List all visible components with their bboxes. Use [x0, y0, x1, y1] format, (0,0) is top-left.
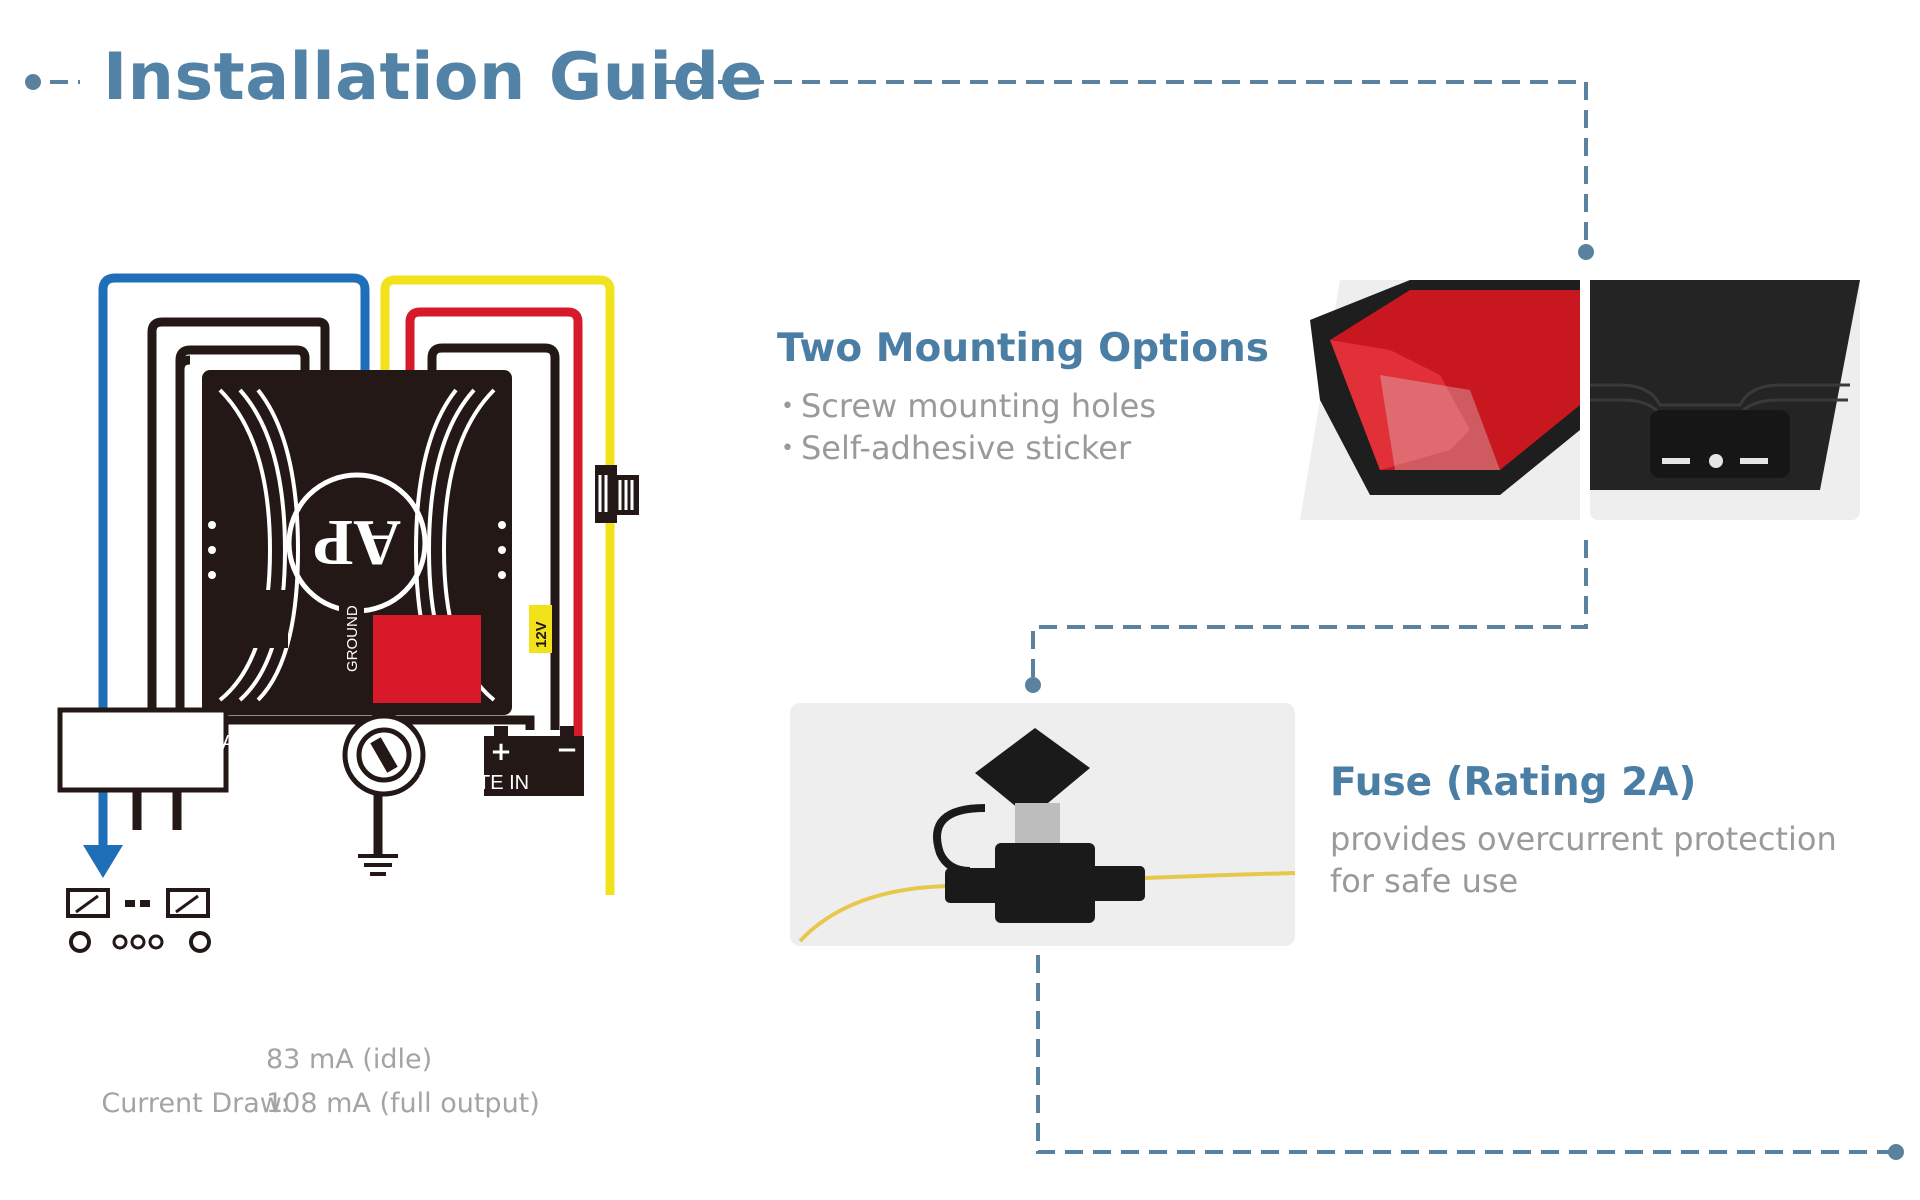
fuse-photo-wire	[798, 871, 1295, 943]
adhesive-peeling-liner	[1330, 340, 1470, 470]
aux-label-box	[208, 590, 288, 648]
stereo-button-1	[112, 934, 128, 950]
fuse-ribs	[598, 475, 634, 512]
mounting-bullet-sticker: Self-adhesive sticker	[781, 427, 1131, 474]
stereo-indicator-1	[125, 900, 135, 907]
screw-slot-left	[1662, 458, 1690, 464]
current-draw-idle: 83 mA (idle)	[266, 1044, 433, 1075]
remote-in-label: REMOTE IN /SWITCHED POWER	[418, 770, 530, 848]
amplifier-hole-right-3	[498, 571, 506, 579]
stereo-button-2	[130, 934, 146, 950]
screw-mounting-tab	[1650, 410, 1790, 478]
aux-in-label: AUX IN (1/8")	[220, 730, 290, 782]
screw-hole	[1709, 454, 1723, 468]
adhesive-clear-film	[1380, 375, 1500, 470]
connector-dot-start	[25, 74, 41, 90]
aux-in-line-1: AUX IN	[221, 732, 289, 754]
fuse-photo-boot-right	[1090, 866, 1145, 901]
battery-terminal-minus	[560, 726, 574, 738]
remote-label-box	[373, 615, 481, 703]
stereo-knob-left	[69, 931, 91, 953]
amplifier-hole-left-1	[208, 521, 216, 529]
black-wire-right	[427, 343, 560, 730]
connector-path-middle	[1031, 540, 1588, 685]
amplifier-hole-right-1	[498, 521, 506, 529]
connector-path-bottom	[1036, 955, 1896, 1154]
screw-mount-photo	[1590, 280, 1860, 520]
head-unit-body	[57, 707, 229, 793]
stereo-needle-right	[175, 894, 199, 914]
amplifier-hole-right-2	[498, 546, 506, 554]
amplifier-hole-left-2	[208, 546, 216, 554]
blue-wire	[98, 273, 370, 850]
remote-in-line-2: /SWITCHED	[418, 798, 531, 820]
blue-wire-arrow	[83, 845, 123, 878]
black-wire-inner-left	[172, 345, 310, 830]
head-unit	[57, 707, 229, 793]
amplifier-logo: AP	[313, 506, 401, 579]
amplifier-left-grille	[218, 388, 301, 702]
battery-terminal-plus	[494, 726, 508, 738]
adhesive-mount-photo	[1300, 280, 1580, 520]
battery-minus-sign: −	[556, 735, 578, 765]
page-title: Installation Guide	[103, 40, 764, 115]
black-loop-left	[175, 355, 191, 371]
current-draw-full: 108 mA (full output)	[266, 1088, 540, 1119]
current-draw-block: Current Draw:	[67, 1038, 289, 1170]
stereo-knob-right	[189, 931, 211, 953]
yellow-wire	[380, 275, 615, 895]
wiring-overlay	[66, 888, 211, 953]
stereo-button-3	[148, 934, 164, 950]
battery: + −	[484, 726, 584, 796]
connector-dot-fuse	[1025, 677, 1041, 693]
black-loop-bottom	[180, 715, 535, 730]
remote-in-line-1: REMOTE IN	[418, 772, 530, 794]
current-draw-label: Current Draw:	[101, 1088, 290, 1119]
mounting-heading: Two Mounting Options	[777, 326, 1269, 371]
stereo-indicator-2	[140, 900, 150, 907]
aux-in-line-2: (1/8")	[230, 758, 280, 780]
fuse-photo-blade	[1015, 803, 1060, 843]
black-wire-outer-left	[132, 317, 330, 830]
amplifier-hole-left-3	[208, 571, 216, 579]
red-wire	[405, 307, 583, 770]
fuse-photo	[790, 703, 1295, 946]
mounting-bullet-screw: Screw mounting holes	[781, 385, 1156, 432]
connector-path-top	[662, 80, 1588, 252]
battery-plus-sign: +	[490, 737, 512, 767]
screw-slot-right	[1740, 458, 1768, 464]
connector-dot-mounting	[1578, 244, 1594, 260]
ground-label-box	[339, 590, 364, 676]
battery-body	[484, 736, 584, 796]
wiring-diagram: AP GROUND 12V	[57, 273, 639, 895]
fuse-description-line-2: for safe use	[1330, 862, 1519, 900]
fuse-description-line-1: provides overcurrent protection	[1330, 820, 1837, 858]
inline-fuse	[595, 465, 639, 523]
twelve-v-label-box	[529, 605, 552, 653]
remote-in-line-3: POWER	[418, 824, 494, 846]
ignition-switch	[342, 713, 426, 797]
ground-label: GROUND	[344, 605, 361, 672]
ignition-key-slot	[370, 737, 398, 773]
fuse-photo-cap	[975, 728, 1090, 818]
twelve-v-label: 12V	[533, 621, 550, 648]
fuse-heading: Fuse (Rating 2A)	[1330, 760, 1697, 805]
stereo-needle-left	[75, 894, 99, 914]
fuse-photo-holder	[995, 843, 1095, 923]
connector-dot-end	[1888, 1144, 1904, 1160]
fuse-photo-boot-left	[945, 868, 1000, 903]
